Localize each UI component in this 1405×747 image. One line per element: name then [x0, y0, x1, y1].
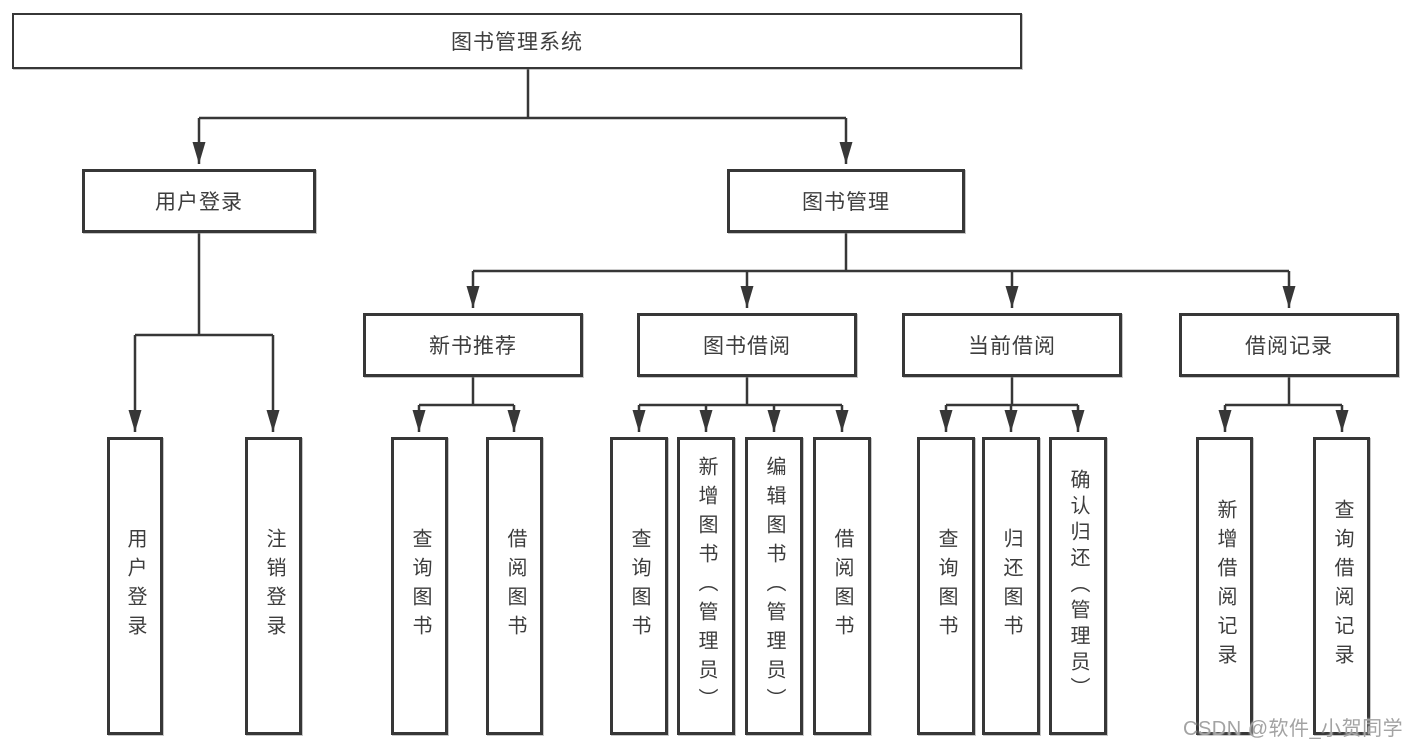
leaf-query-books-newbook: 查询图书: [391, 437, 448, 735]
node-current-borrowing: 当前借阅: [902, 313, 1122, 377]
node-book-management: 图书管理: [727, 169, 965, 233]
node-new-book-recommendation: 新书推荐: [363, 313, 583, 377]
leaf-logout: 注销登录: [245, 437, 302, 735]
node-book-borrowing: 图书借阅: [637, 313, 857, 377]
node-user-login: 用户登录: [82, 169, 316, 233]
leaf-add-borrow-record: 新增借阅记录: [1196, 437, 1253, 735]
leaf-query-books-borrowing: 查询图书: [610, 437, 668, 735]
node-borrowing-records: 借阅记录: [1179, 313, 1399, 377]
leaf-edit-books-admin: 编辑图书（管理员）: [745, 437, 803, 735]
node-library-management-system: 图书管理系统: [12, 13, 1022, 69]
leaf-query-books-current: 查询图书: [917, 437, 975, 735]
leaf-borrow-books-newbook: 借阅图书: [486, 437, 543, 735]
leaf-query-borrow-record: 查询借阅记录: [1313, 437, 1370, 735]
leaf-borrow-books-borrowing: 借阅图书: [813, 437, 871, 735]
leaf-confirm-return-admin: 确认归还（管理员）: [1049, 437, 1107, 735]
leaf-user-login: 用户登录: [107, 437, 163, 735]
csdn-watermark: CSDN @软件_小贺同学: [1183, 718, 1404, 740]
leaf-return-books: 归还图书: [982, 437, 1040, 735]
leaf-add-books-admin: 新增图书（管理员）: [677, 437, 735, 735]
